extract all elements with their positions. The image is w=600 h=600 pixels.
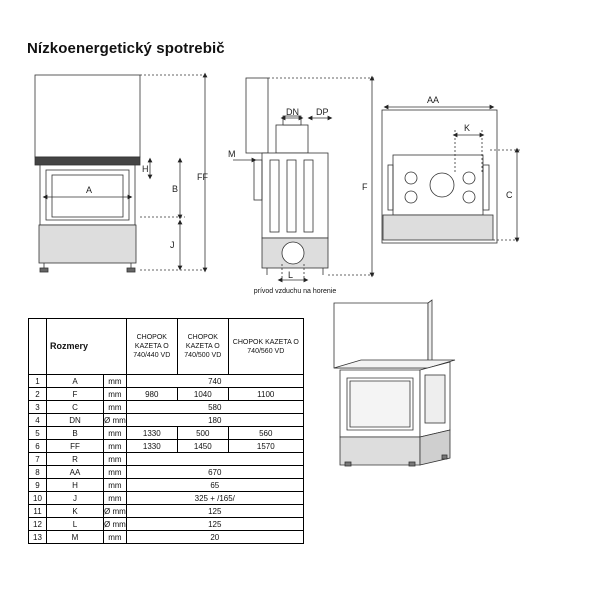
row-number: 4 bbox=[28, 413, 47, 427]
row-value-col2: 1450 bbox=[176, 439, 229, 453]
row-number: 11 bbox=[28, 504, 47, 518]
row-value-merged bbox=[125, 452, 304, 466]
dim-label-a: A bbox=[86, 185, 92, 195]
row-symbol: M bbox=[46, 530, 104, 544]
table-header-rozmery: Rozmery bbox=[46, 318, 127, 375]
dimensions-table: Rozmery CHOPOK KAZETA O 740/440 VD CHOPO… bbox=[28, 318, 304, 544]
dim-label-b: B bbox=[172, 184, 178, 194]
dim-label-h: H bbox=[142, 164, 149, 174]
row-unit: mm bbox=[103, 452, 127, 466]
dim-label-dn: DN bbox=[286, 107, 299, 117]
row-value-merged: 325 + /165/ bbox=[125, 491, 304, 505]
row-unit: Ø mm bbox=[103, 413, 127, 427]
row-number: 6 bbox=[28, 439, 47, 453]
row-symbol: FF bbox=[46, 439, 104, 453]
row-unit: Ø mm bbox=[103, 504, 127, 518]
row-unit: mm bbox=[103, 439, 127, 453]
dim-label-c: C bbox=[506, 190, 513, 200]
row-value-col3: 560 bbox=[227, 426, 304, 440]
row-value-merged: 20 bbox=[125, 530, 304, 544]
row-symbol: L bbox=[46, 517, 104, 531]
row-symbol: AA bbox=[46, 465, 104, 479]
row-symbol: B bbox=[46, 426, 104, 440]
row-value-merged: 65 bbox=[125, 478, 304, 492]
row-value-col1: 1330 bbox=[125, 439, 178, 453]
row-value-merged: 670 bbox=[125, 465, 304, 479]
dim-label-dp: DP bbox=[316, 107, 329, 117]
row-number: 1 bbox=[28, 374, 47, 388]
dim-label-k: K bbox=[464, 123, 470, 133]
row-symbol: F bbox=[46, 387, 104, 401]
row-symbol: H bbox=[46, 478, 104, 492]
row-value-col3: 1570 bbox=[227, 439, 304, 453]
top-view-drawing bbox=[381, 104, 520, 244]
row-unit: mm bbox=[103, 374, 127, 388]
isometric-view-drawing bbox=[333, 299, 456, 467]
row-unit: mm bbox=[103, 400, 127, 414]
row-symbol: K bbox=[46, 504, 104, 518]
dim-label-m: M bbox=[228, 149, 236, 159]
row-value-merged: 180 bbox=[125, 413, 304, 427]
row-value-merged: 580 bbox=[125, 400, 304, 414]
table-header-col3: CHOPOK KAZETA O 740/560 VD bbox=[227, 318, 304, 375]
row-symbol: A bbox=[46, 374, 104, 388]
dim-label-f: F bbox=[362, 182, 368, 192]
row-number: 3 bbox=[28, 400, 47, 414]
table-header-empty bbox=[28, 318, 47, 375]
row-symbol: DN bbox=[46, 413, 104, 427]
row-number: 10 bbox=[28, 491, 47, 505]
row-number: 9 bbox=[28, 478, 47, 492]
row-unit: mm bbox=[103, 465, 127, 479]
row-number: 8 bbox=[28, 465, 47, 479]
dim-label-ff: FF bbox=[197, 172, 208, 182]
air-supply-caption: prívod vzduchu na horenie bbox=[253, 288, 337, 295]
row-value-col2: 500 bbox=[176, 426, 229, 440]
row-unit: mm bbox=[103, 478, 127, 492]
table-header-row: Rozmery CHOPOK KAZETA O 740/440 VD CHOPO… bbox=[28, 318, 304, 375]
side-view-drawing bbox=[233, 75, 375, 283]
dim-label-aa: AA bbox=[427, 95, 439, 105]
row-value-col3: 1100 bbox=[227, 387, 304, 401]
table-header-col1: CHOPOK KAZETA O 740/440 VD bbox=[125, 318, 178, 375]
row-symbol: C bbox=[46, 400, 104, 414]
row-value-merged: 740 bbox=[125, 374, 304, 388]
row-number: 13 bbox=[28, 530, 47, 544]
row-value-merged: 125 bbox=[125, 504, 304, 518]
row-number: 5 bbox=[28, 426, 47, 440]
row-value-col2: 1040 bbox=[176, 387, 229, 401]
row-value-merged: 125 bbox=[125, 517, 304, 531]
table-header-col2: CHOPOK KAZETA O 740/500 VD bbox=[176, 318, 229, 375]
dim-label-j: J bbox=[170, 240, 175, 250]
front-view-drawing bbox=[34, 72, 208, 273]
dim-label-l: L bbox=[288, 270, 293, 280]
row-unit: mm bbox=[103, 530, 127, 544]
row-symbol: R bbox=[46, 452, 104, 466]
row-number: 7 bbox=[28, 452, 47, 466]
row-unit: mm bbox=[103, 426, 127, 440]
row-number: 2 bbox=[28, 387, 47, 401]
row-value-col1: 980 bbox=[125, 387, 178, 401]
row-unit: mm bbox=[103, 491, 127, 505]
row-unit: Ø mm bbox=[103, 517, 127, 531]
row-value-col1: 1330 bbox=[125, 426, 178, 440]
row-number: 12 bbox=[28, 517, 47, 531]
row-unit: mm bbox=[103, 387, 127, 401]
page-title: Nízkoenergetický spotrebič bbox=[27, 40, 225, 57]
row-symbol: J bbox=[46, 491, 104, 505]
